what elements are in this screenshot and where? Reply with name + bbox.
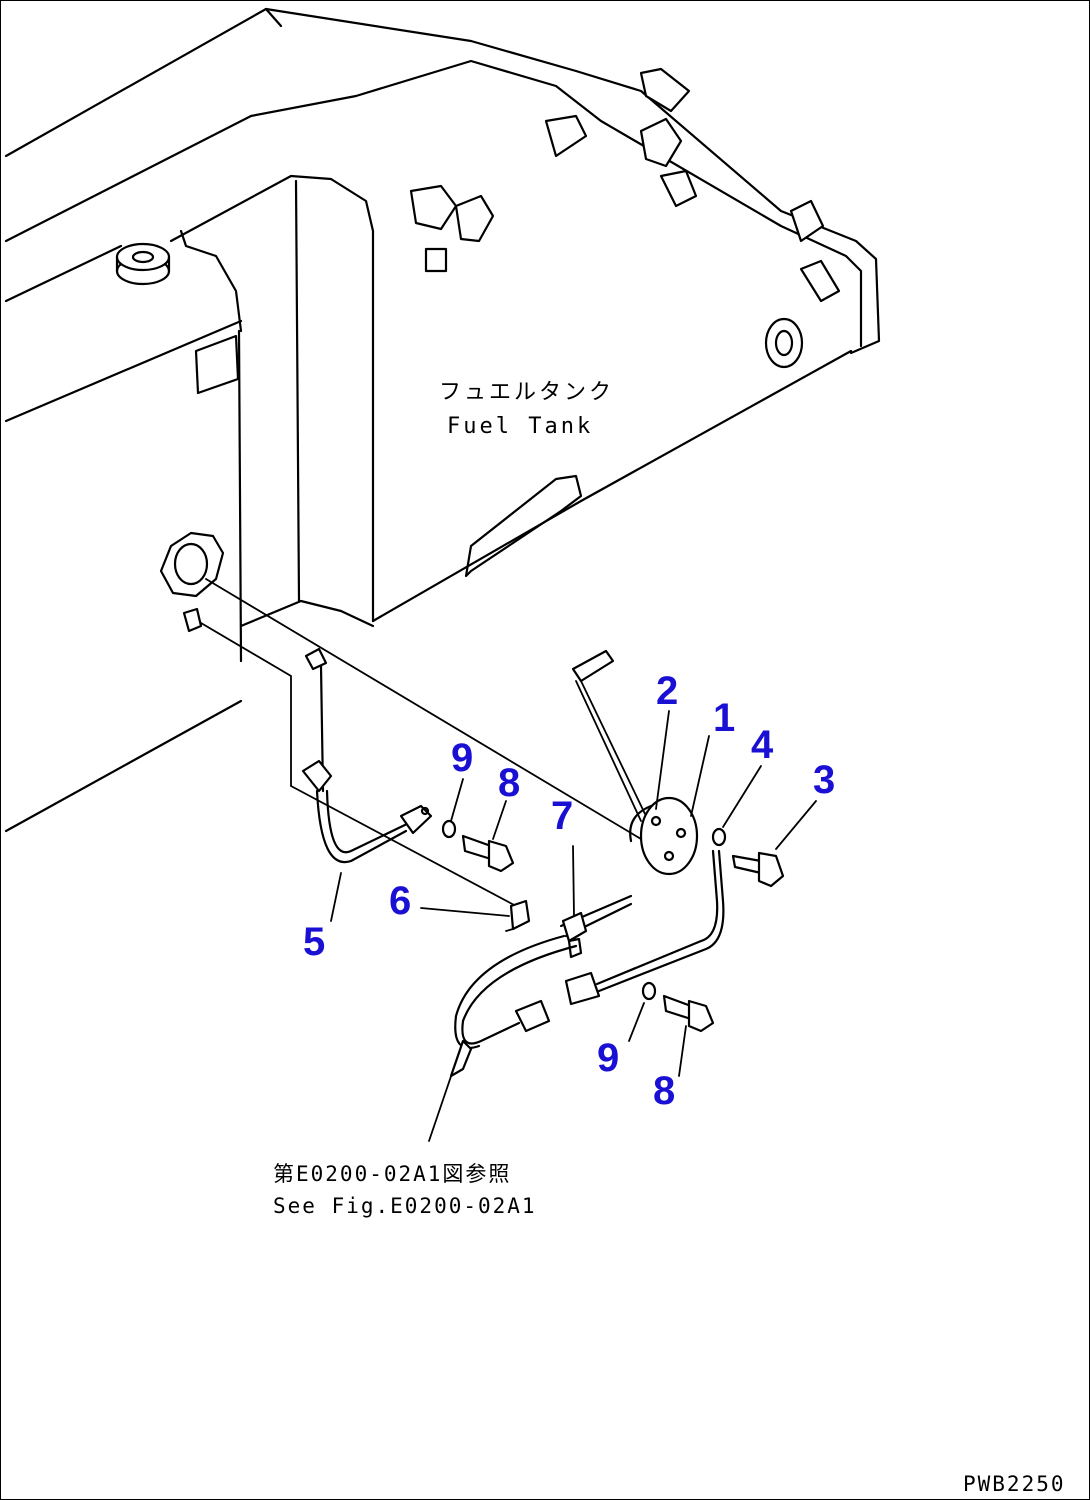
- callout-2: 2: [656, 669, 678, 713]
- reference-label-jp: 第E0200-02A1図参照: [273, 1162, 511, 1186]
- reference-label-en: See Fig.E0200-02A1: [273, 1194, 537, 1218]
- callout-3: 3: [813, 758, 835, 802]
- callout-5: 5: [303, 920, 325, 964]
- part-7-wiring-harness: [454, 849, 725, 1049]
- explode-guide-lines: [200, 578, 642, 907]
- callout-8-lower: 8: [653, 1069, 675, 1113]
- gauge-mounting-opening: [159, 531, 225, 633]
- part-8-bolt-lower: [662, 994, 715, 1033]
- part-6-clip: [505, 899, 531, 932]
- callout-6: 6: [389, 879, 411, 923]
- fuel-level-gauge: [571, 649, 699, 876]
- part-8-bolt-upper: [461, 834, 515, 873]
- part-9-washer-lower: [641, 981, 657, 1001]
- callout-9-upper: 9: [451, 736, 473, 780]
- drawing-code: PWB2250: [963, 1472, 1066, 1496]
- part-3-bolt: [731, 851, 785, 888]
- fuel-tank-label-en: Fuel Tank: [447, 414, 593, 439]
- callout-9-lower: 9: [597, 1036, 619, 1080]
- part-4-washer: [711, 827, 727, 847]
- fuel-tank-outline: [4, 7, 881, 833]
- callout-7: 7: [551, 794, 573, 838]
- fuel-tank-label-jp: フュエルタンク: [439, 380, 614, 405]
- part-5-ground-cable: [301, 647, 433, 864]
- callout-8-upper: 8: [498, 761, 520, 805]
- tank-top-fittings: [115, 67, 841, 369]
- leader-lines: [330, 710, 817, 1142]
- callout-4: 4: [751, 723, 774, 767]
- callout-1: 1: [713, 696, 735, 740]
- part-9-washer-upper: [441, 819, 457, 839]
